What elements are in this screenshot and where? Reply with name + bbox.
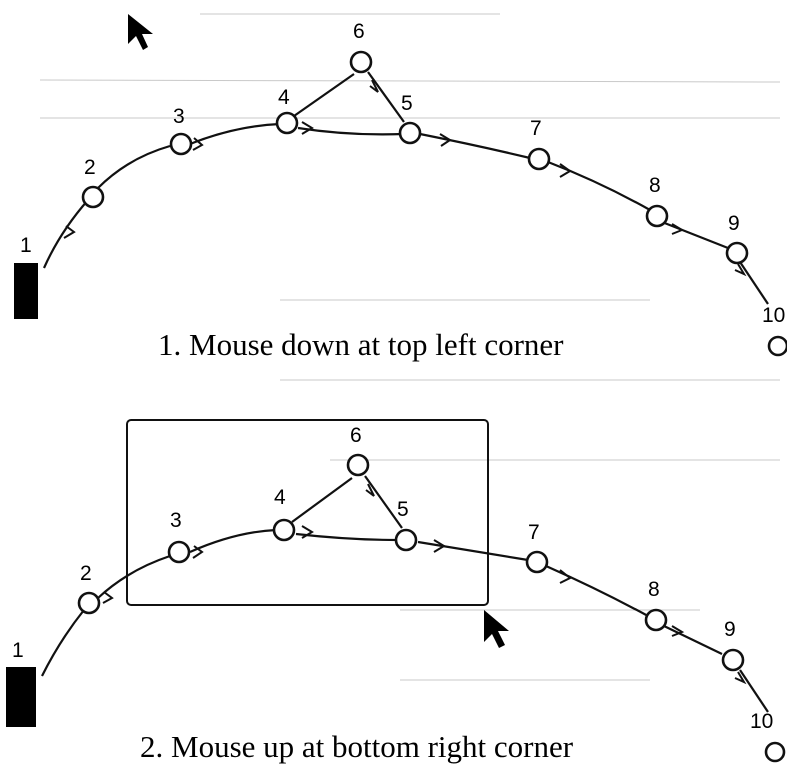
edge-4-5: [295, 532, 399, 542]
edge-arrowheads: [63, 79, 747, 277]
panel-caption: 2. Mouse up at bottom right corner: [140, 729, 574, 764]
edge-2-3: [97, 144, 171, 189]
circle-node-icon[interactable]: [167, 540, 191, 564]
edge-4-6: [291, 477, 353, 523]
edge-9-10: [739, 669, 769, 713]
node-label: 3: [170, 509, 182, 532]
edge-1-2: [42, 199, 89, 269]
edge-3-4: [189, 528, 277, 554]
edge-8-9: [661, 220, 729, 250]
node-label: 5: [401, 92, 413, 115]
edge-1-2: [41, 609, 85, 677]
edge-6-5: [367, 71, 405, 123]
edge-5-7: [419, 132, 531, 160]
circle-node-icon[interactable]: [394, 528, 418, 552]
edge-6-5: [364, 475, 403, 529]
node-label: 7: [530, 117, 542, 140]
circle-node-icon[interactable]: [77, 591, 101, 615]
edge-4-6: [293, 73, 355, 117]
circle-node-icon[interactable]: [525, 550, 549, 574]
node-label: 2: [80, 562, 92, 585]
circle-node-icon[interactable]: [346, 453, 370, 477]
panel-caption: 1. Mouse down at top left corner: [158, 327, 564, 362]
circle-node-icon[interactable]: [645, 204, 669, 228]
filled-rectangle-node-icon[interactable]: [14, 263, 38, 319]
node-label: 6: [350, 424, 362, 447]
node-label: 1: [12, 639, 24, 662]
mouse-pointer-icon[interactable]: [484, 610, 509, 648]
circle-node-icon[interactable]: [349, 50, 373, 74]
circle-node-icon[interactable]: [764, 741, 786, 763]
edge-3-4: [189, 122, 281, 146]
scan-artifacts: [39, 13, 781, 681]
node-label: 4: [274, 486, 286, 509]
circle-node-icon[interactable]: [527, 147, 551, 171]
filled-rectangle-node-icon[interactable]: [6, 667, 36, 727]
node-label: 6: [353, 20, 365, 43]
node-label: 9: [724, 618, 736, 641]
panel-2: 1 2 3 4 5 6 7 8 9 10 2. Mouse up at bott…: [6, 419, 786, 764]
node-label: 4: [278, 86, 290, 109]
edge-8-9: [663, 625, 723, 655]
edge-7-8: [545, 564, 649, 617]
edge-arrowheads: [102, 483, 747, 685]
circle-node-icon[interactable]: [272, 518, 296, 542]
edge-9-10: [739, 261, 769, 305]
node-label: 10: [762, 304, 785, 327]
node-label: 8: [649, 174, 661, 197]
node-label: 8: [648, 578, 660, 601]
node-label: 7: [528, 521, 540, 544]
circle-node-icon[interactable]: [767, 335, 787, 357]
edge-2-3: [97, 554, 171, 599]
selection-rectangle[interactable]: [126, 419, 489, 606]
node-label: 10: [750, 710, 773, 733]
circle-node-icon[interactable]: [169, 132, 193, 156]
circle-node-icon[interactable]: [725, 241, 749, 265]
edge-7-8: [547, 160, 651, 211]
node-label: 2: [84, 156, 96, 179]
edge-5-7: [417, 540, 529, 562]
panel-1: 1 2 3 4 5 6 7 8 9 10 1. Mouse down at to…: [14, 14, 787, 362]
circle-node-icon[interactable]: [275, 111, 299, 135]
mouse-pointer-icon[interactable]: [128, 14, 153, 50]
node-label: 3: [173, 105, 185, 128]
node-label: 9: [728, 212, 740, 235]
edge-4-5: [297, 126, 405, 136]
circle-node-icon[interactable]: [81, 185, 105, 209]
circle-node-icon[interactable]: [398, 121, 422, 145]
circle-node-icon[interactable]: [644, 608, 668, 632]
node-label: 5: [397, 498, 409, 521]
node-label: 1: [20, 234, 32, 257]
circle-node-icon[interactable]: [721, 648, 745, 672]
